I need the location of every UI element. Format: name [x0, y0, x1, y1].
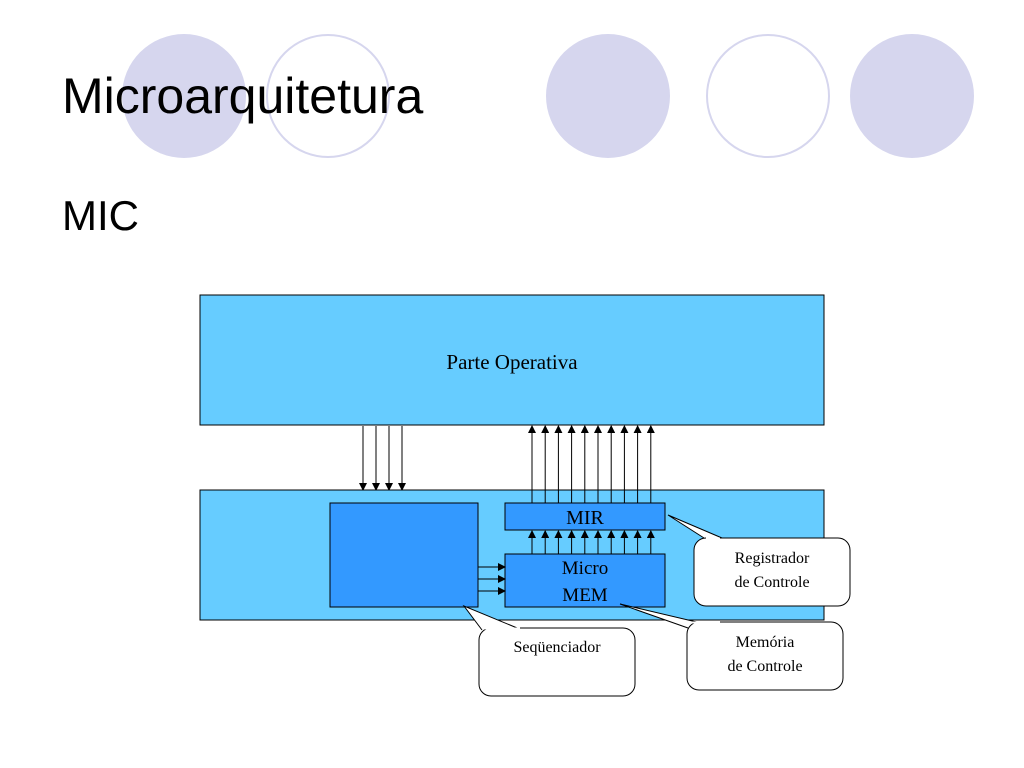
parte-operativa-label: Parte Operativa — [446, 350, 578, 374]
slide-subtitle: MIC — [62, 192, 139, 239]
callout-memoria-de-controle: Memória de Controle — [619, 603, 844, 691]
mir-register — [504, 502, 666, 531]
arrows-sequencer-to-micromem — [478, 563, 506, 595]
decorative-ring-2 — [706, 34, 830, 158]
parte-operativa-block — [199, 294, 825, 426]
arrows-mir-to-parte-operativa — [528, 425, 655, 503]
slide-title: Microarquitetura — [62, 68, 424, 124]
callout-registrador-line1: Registrador — [735, 550, 810, 567]
arrows-down-to-sequencer — [359, 426, 406, 491]
arrows-micromem-to-mir — [528, 530, 655, 554]
decorative-circle-2 — [546, 34, 670, 158]
callout-memoria-line1: Memória — [736, 634, 795, 651]
callout-sequenciador-label: Seqüenciador — [513, 639, 601, 656]
decorative-circle-1 — [122, 34, 246, 158]
decorative-ring-1 — [266, 34, 390, 158]
callout-registrador-de-controle: Registrador de Controle — [667, 514, 851, 607]
decorative-circle-3 — [850, 34, 974, 158]
callout-registrador-line2: de Controle — [734, 574, 809, 591]
callout-sequenciador: Seqüenciador — [462, 604, 636, 697]
micro-mem-label-line1: Micro — [562, 558, 608, 579]
sequencer-box — [329, 502, 479, 608]
micro-mem-label-line2: MEM — [562, 585, 608, 606]
callout-memoria-line2: de Controle — [727, 658, 802, 675]
mir-label: MIR — [566, 507, 604, 529]
